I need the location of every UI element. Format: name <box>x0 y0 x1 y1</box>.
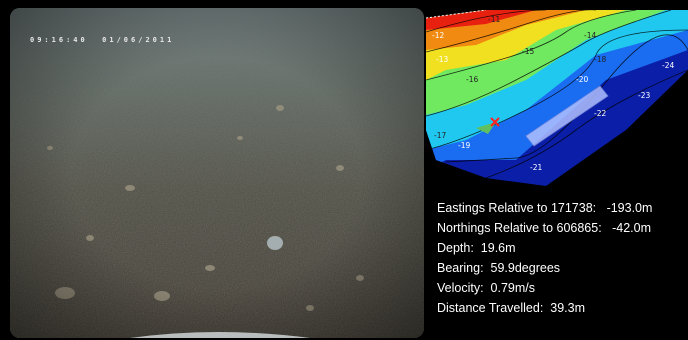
contour-label: -24 <box>662 61 674 70</box>
contour-label: -20 <box>576 75 588 84</box>
bathymetry-map: -11 -12 -13 -14 -15 -16 -17 -18 -19 -20 … <box>426 10 688 186</box>
timestamp-time: 09:16:40 <box>30 36 88 44</box>
camera-feed: 09:16:40 01/06/2011 <box>10 8 424 338</box>
red-x-marker-icon <box>490 117 500 127</box>
bearing-value: 59.9degrees <box>490 261 561 275</box>
distance-row: Distance Travelled: 39.3m <box>437 298 687 318</box>
velocity-row: Velocity: 0.79m/s <box>437 278 687 298</box>
contour-label: -14 <box>584 31 596 40</box>
depth-label: Depth: <box>437 241 474 255</box>
bathymetry-contour-plot: -11 -12 -13 -14 -15 -16 -17 -18 -19 -20 … <box>426 10 688 186</box>
telemetry-panel: Eastings Relative to 171738: -193.0m Nor… <box>437 198 687 318</box>
contour-label: -18 <box>594 55 606 64</box>
bearing-row: Bearing: 59.9degrees <box>437 258 687 278</box>
depth-row: Depth: 19.6m <box>437 238 687 258</box>
contour-label: -16 <box>466 75 478 84</box>
distance-value: 39.3m <box>550 301 586 315</box>
timestamp-date: 01/06/2011 <box>102 36 175 44</box>
distance-label: Distance Travelled: <box>437 301 544 315</box>
bearing-label: Bearing: <box>437 261 484 275</box>
contour-label: -12 <box>432 31 444 40</box>
depth-value: 19.6m <box>480 241 516 255</box>
contour-label: -22 <box>594 109 606 118</box>
northings-value: -42.0m <box>612 221 652 235</box>
eastings-value: -193.0m <box>606 201 653 215</box>
velocity-value: 0.79m/s <box>490 281 535 295</box>
eastings-row: Eastings Relative to 171738: -193.0m <box>437 198 687 218</box>
northings-row: Northings Relative to 606865: -42.0m <box>437 218 687 238</box>
contour-label: -19 <box>458 141 470 150</box>
contour-label: -11 <box>488 15 500 24</box>
northings-label: Northings Relative to 606865: <box>437 221 602 235</box>
contour-label: -13 <box>436 55 448 64</box>
survey-track-icon <box>525 85 609 147</box>
velocity-label: Velocity: <box>437 281 484 295</box>
camera-timestamp: 09:16:40 01/06/2011 <box>30 36 174 44</box>
contour-label: -23 <box>638 91 650 100</box>
contour-label: -21 <box>530 163 542 172</box>
contour-label: -15 <box>522 47 534 56</box>
contour-label: -17 <box>434 131 446 140</box>
seabed-image <box>10 8 424 338</box>
eastings-label: Eastings Relative to 171738: <box>437 201 597 215</box>
